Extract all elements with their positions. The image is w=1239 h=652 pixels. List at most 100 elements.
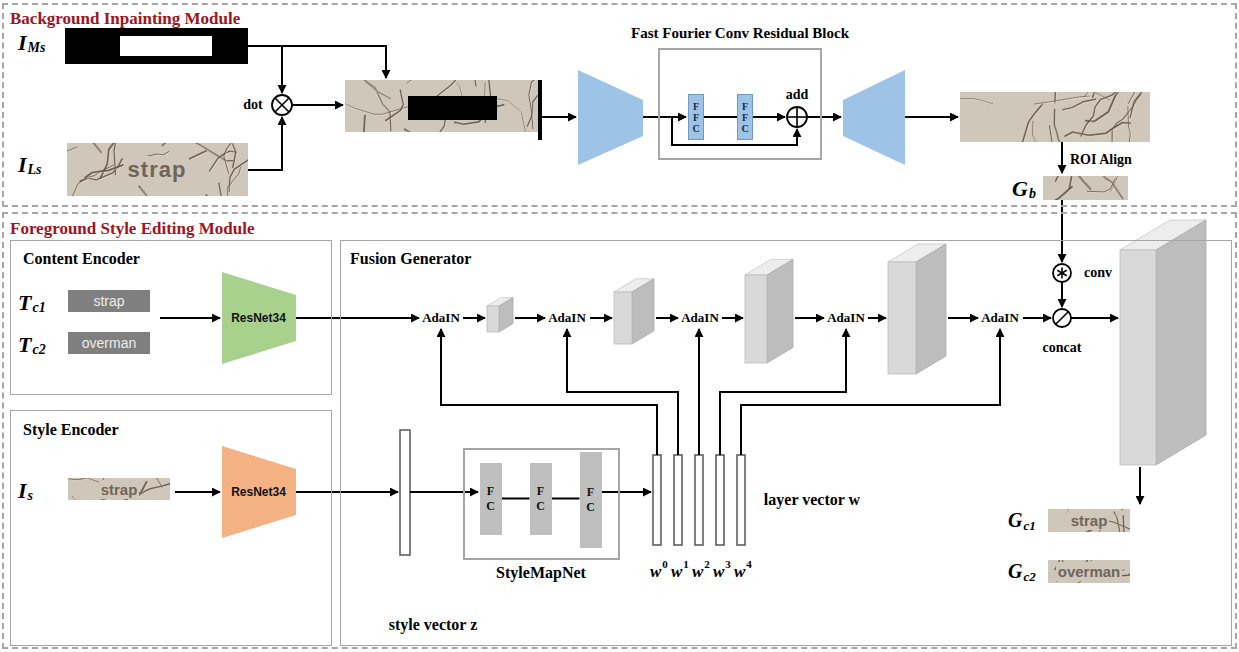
crack-texture-image bbox=[1048, 560, 1130, 583]
arrow bbox=[590, 317, 612, 319]
arrow bbox=[175, 491, 220, 493]
arrow bbox=[248, 117, 282, 170]
superscript: 2 bbox=[704, 558, 710, 570]
text-image bbox=[68, 332, 150, 354]
encoder-panel: Content EncoderResNet34 bbox=[10, 240, 332, 395]
crack-texture-image bbox=[67, 143, 248, 196]
operator-symbol bbox=[1053, 264, 1071, 282]
vector-label: style vector z bbox=[389, 616, 478, 634]
layer-vector bbox=[674, 455, 682, 545]
superscript: 0 bbox=[662, 558, 668, 570]
arrow bbox=[1139, 467, 1141, 504]
arrow bbox=[795, 317, 824, 319]
box-title: StyleMapNet bbox=[496, 564, 586, 582]
operation-label: concat bbox=[1043, 340, 1082, 356]
encoder-trapezoid: ResNet34 bbox=[222, 272, 296, 364]
box-title: Background Inpainting Module bbox=[10, 9, 240, 29]
operation-label: conv bbox=[1084, 265, 1112, 281]
operator-symbol bbox=[1053, 309, 1071, 327]
arrow bbox=[602, 491, 651, 493]
arrow bbox=[515, 317, 545, 319]
arrow bbox=[1061, 200, 1063, 262]
adain-label: AdaIN bbox=[827, 310, 865, 326]
subscript: Ms bbox=[28, 40, 46, 56]
adain-label: AdaIN bbox=[548, 310, 586, 326]
layer-label: FC bbox=[485, 484, 497, 514]
arrow bbox=[753, 116, 785, 118]
arrow bbox=[643, 116, 686, 118]
encoder-panel: Style EncoderResNet34 bbox=[10, 410, 332, 646]
symbol-letter: I bbox=[18, 30, 27, 56]
feature-map-block bbox=[888, 244, 946, 374]
feature-map-block bbox=[614, 279, 654, 344]
layer-label: FFC bbox=[740, 101, 750, 134]
symbol-letter: T bbox=[18, 290, 31, 316]
arrow bbox=[720, 329, 846, 455]
box-title: Foreground Style Editing Module bbox=[10, 219, 254, 239]
ffc-layer: FFC bbox=[737, 94, 753, 140]
image-text: overman bbox=[80, 334, 138, 352]
operation-label: ROI Align bbox=[1070, 152, 1132, 168]
generator-panel: Fusion GeneratorStyleMapNet FC FC FC bbox=[340, 240, 1232, 646]
mask-channel-bar bbox=[538, 80, 542, 140]
crack-texture-image bbox=[345, 80, 538, 132]
arrow bbox=[1061, 282, 1063, 307]
symbol-letter: G bbox=[1012, 176, 1028, 202]
vector-symbol: w bbox=[713, 562, 724, 582]
arrow bbox=[868, 317, 886, 319]
text-image bbox=[68, 290, 150, 312]
image-text: strap bbox=[91, 292, 126, 310]
symbol-letter: I bbox=[18, 152, 27, 178]
crack-texture-image bbox=[1048, 509, 1130, 532]
fc-layer: FC bbox=[480, 463, 502, 535]
image-text: strap bbox=[125, 156, 190, 184]
vector-label: layer vector w bbox=[764, 491, 860, 509]
adain-label: AdaIN bbox=[422, 310, 460, 326]
layer-label: FC bbox=[585, 485, 597, 515]
image-text: overman bbox=[1056, 562, 1123, 581]
symbol-letter: I bbox=[18, 478, 27, 504]
encoder-trapezoid: ResNet34 bbox=[222, 446, 296, 538]
feature-map-block bbox=[745, 259, 793, 363]
mask-hole bbox=[120, 36, 212, 56]
arrow bbox=[567, 329, 678, 455]
arrow bbox=[296, 491, 398, 493]
subscript: c1 bbox=[1023, 518, 1035, 534]
crack-texture-image bbox=[1043, 176, 1128, 200]
arrow bbox=[722, 317, 743, 319]
subscript: c2 bbox=[32, 342, 45, 358]
operator-symbol bbox=[272, 95, 292, 115]
arrow bbox=[741, 329, 1000, 455]
arrow bbox=[1071, 317, 1118, 319]
fc-layer: FC bbox=[530, 463, 552, 535]
decoder-trapezoid bbox=[843, 70, 905, 165]
box-title: Fusion Generator bbox=[350, 250, 471, 268]
crack-texture-image bbox=[960, 92, 1150, 142]
arrow bbox=[281, 46, 283, 93]
layer-vector bbox=[653, 455, 661, 545]
superscript: 4 bbox=[746, 558, 752, 570]
arrow bbox=[160, 317, 220, 319]
image-text: strap bbox=[1069, 511, 1110, 530]
connector bbox=[502, 498, 530, 500]
module-band: Foreground Style Editing ModuleContent E… bbox=[2, 212, 1237, 649]
arrow bbox=[905, 116, 958, 118]
subscript: Ls bbox=[28, 162, 42, 178]
superscript: 3 bbox=[725, 558, 731, 570]
adain-label: AdaIN bbox=[681, 310, 719, 326]
layer-label: FC bbox=[535, 484, 547, 514]
layer-vector bbox=[716, 455, 724, 545]
vector-symbol: w bbox=[692, 562, 703, 582]
feature-map-block bbox=[1120, 220, 1206, 465]
vector-symbol: w bbox=[734, 562, 745, 582]
style-vector bbox=[400, 430, 410, 555]
subscript: b bbox=[1029, 186, 1036, 202]
operation-label: add bbox=[786, 87, 809, 103]
symbol-letter: G bbox=[1008, 509, 1022, 532]
arrow bbox=[463, 317, 485, 319]
arrow bbox=[1023, 317, 1051, 319]
subscript: c1 bbox=[32, 300, 45, 316]
connector bbox=[704, 116, 737, 118]
